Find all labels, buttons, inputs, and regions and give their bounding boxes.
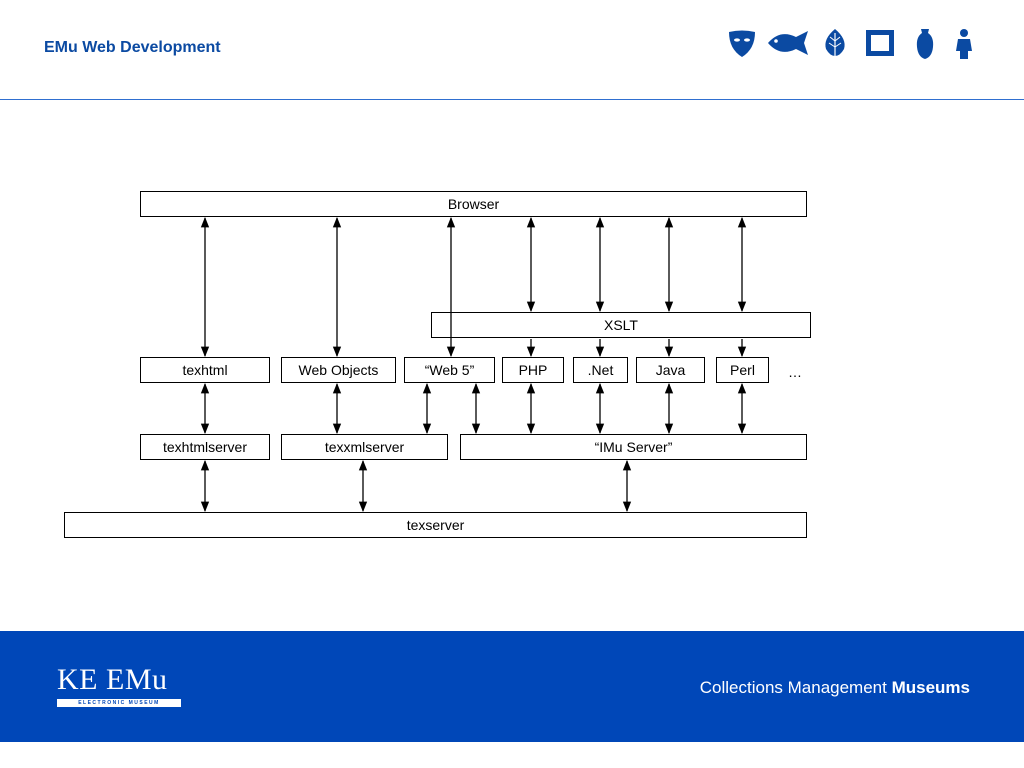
footer-tagline: Collections Management Museums: [700, 678, 970, 698]
leaf-icon: [825, 29, 845, 60]
client-box-web5: “Web 5”: [404, 357, 495, 383]
server-box-texxmlserver: texxmlserver: [281, 434, 448, 460]
xslt-box: XSLT: [431, 312, 811, 338]
client-box-java: Java: [636, 357, 705, 383]
header-divider: [0, 99, 1024, 100]
fish-icon: [768, 31, 808, 55]
vase-icon: [916, 29, 934, 59]
footer-band: [0, 631, 1024, 742]
ke-emu-logo: KE EMu: [57, 663, 168, 696]
browser-box: Browser: [140, 191, 807, 217]
client-box-web-objects: Web Objects: [281, 357, 396, 383]
client-box-php: PHP: [502, 357, 564, 383]
server-box-imu-server: “IMu Server”: [460, 434, 807, 460]
header-icon-strip: [726, 27, 978, 61]
statue-icon: [956, 29, 972, 59]
logo-subtext: ELECTRONIC MUSEUM: [57, 699, 181, 707]
frame-icon: [866, 30, 894, 56]
texserver-box: texserver: [64, 512, 807, 538]
server-box-texhtmlserver: texhtmlserver: [140, 434, 270, 460]
client-box-perl: Perl: [716, 357, 769, 383]
tagline-regular: Collections Management: [699, 678, 892, 697]
page-title: EMu Web Development: [44, 39, 221, 56]
mask-icon: [729, 30, 755, 57]
client-box-dotnet: .Net: [573, 357, 628, 383]
client-box-texhtml: texhtml: [140, 357, 270, 383]
tagline-bold: Museums: [891, 678, 970, 697]
more-clients-ellipsis: …: [788, 364, 802, 380]
